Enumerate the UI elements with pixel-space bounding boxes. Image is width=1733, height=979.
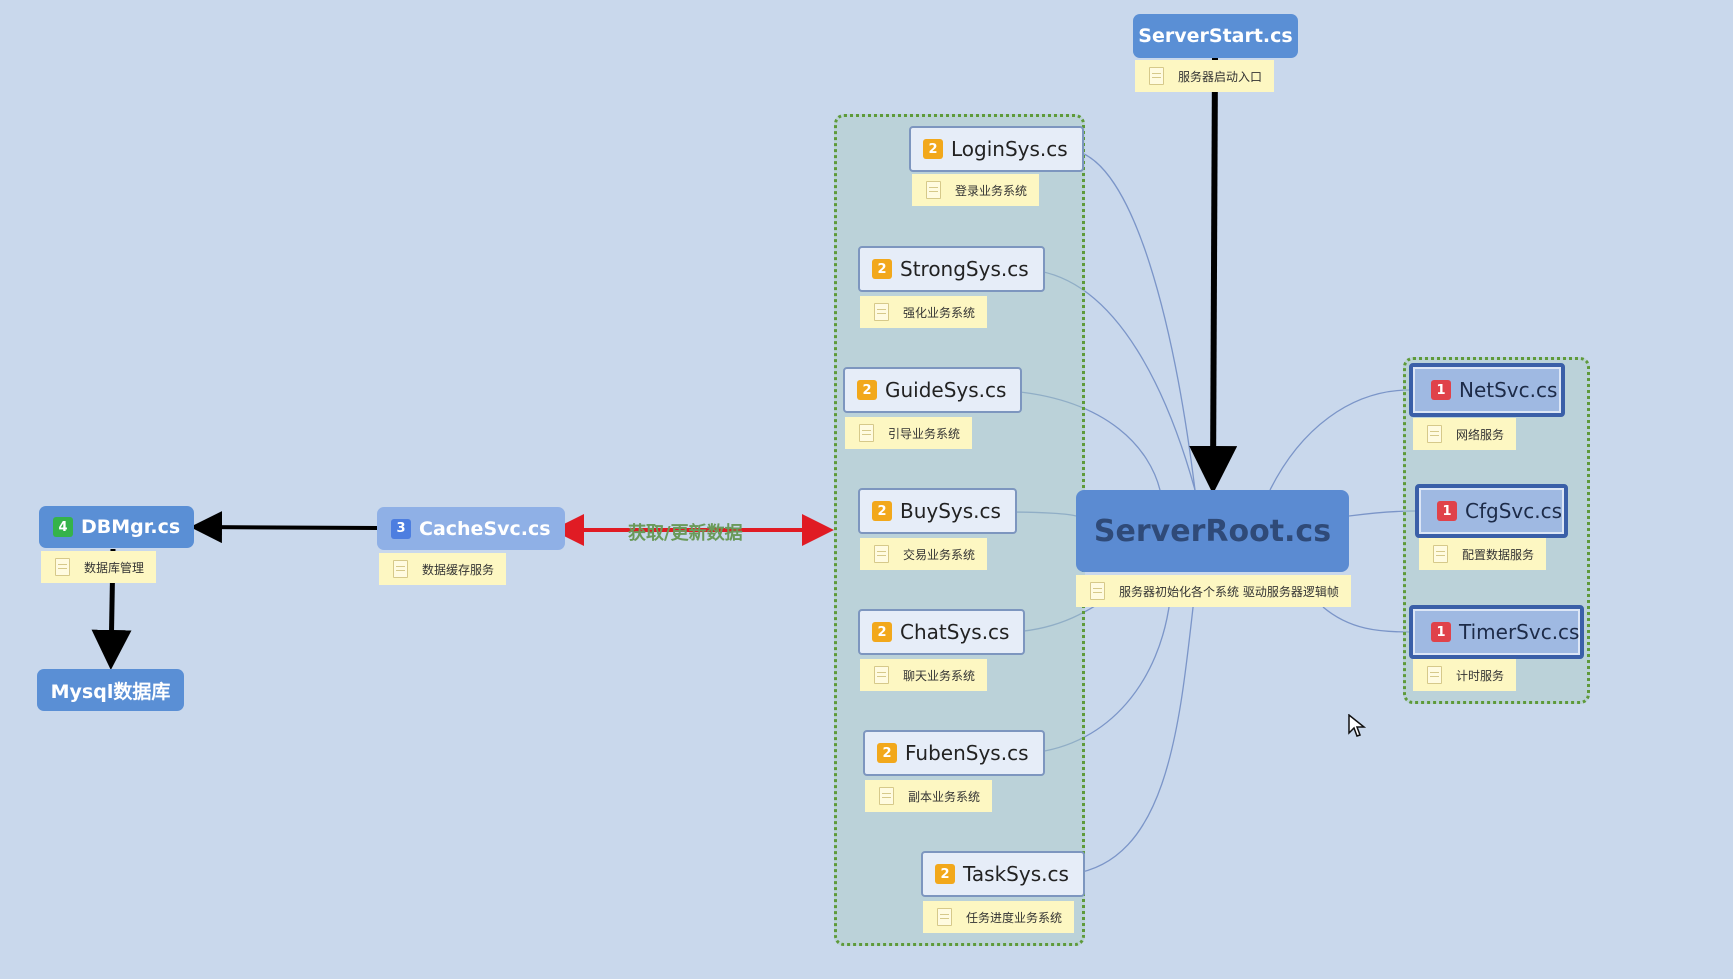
strong-sys-node[interactable]: 2 StrongSys.cs <box>858 246 1045 292</box>
server-start-note: 服务器启动入口 <box>1135 60 1275 92</box>
priority-badge: 2 <box>872 622 892 642</box>
timer-svc-note: 计时服务 <box>1413 659 1517 691</box>
priority-badge: 2 <box>857 380 877 400</box>
net-svc-note: 网络服务 <box>1413 418 1517 450</box>
priority-badge: 3 <box>391 518 411 539</box>
document-icon <box>879 787 894 805</box>
fuben-sys-label: FubenSys.cs <box>905 741 1029 765</box>
document-icon <box>874 545 889 563</box>
guide-sys-note: 引导业务系统 <box>845 417 973 449</box>
document-icon <box>1427 666 1442 684</box>
connector-root-task <box>1071 589 1196 875</box>
priority-badge: 2 <box>877 743 897 763</box>
cache-svc-note: 数据缓存服务 <box>379 553 507 585</box>
priority-badge: 4 <box>53 517 73 537</box>
chat-sys-note: 聊天业务系统 <box>860 659 988 691</box>
document-icon <box>1149 67 1164 85</box>
fuben-sys-node[interactable]: 2 FubenSys.cs <box>863 730 1045 776</box>
mysql-label: Mysql数据库 <box>50 680 171 703</box>
buy-sys-label: BuySys.cs <box>900 499 1001 523</box>
buy-sys-note: 交易业务系统 <box>860 538 988 570</box>
dbmgr-note: 数据库管理 <box>41 551 157 583</box>
priority-badge: 1 <box>1431 380 1451 400</box>
priority-badge: 1 <box>1431 622 1451 642</box>
document-icon <box>874 666 889 684</box>
server-root-note: 服务器初始化各个系统 驱动服务器逻辑帧 <box>1076 575 1351 607</box>
document-icon <box>55 558 70 576</box>
cfg-svc-note-text: 配置数据服务 <box>1462 547 1535 562</box>
login-sys-label: LoginSys.cs <box>951 137 1068 161</box>
server-root-label: ServerRoot.cs <box>1093 513 1332 549</box>
buy-sys-node[interactable]: 2 BuySys.cs <box>858 488 1017 534</box>
fuben-sys-note-text: 副本业务系统 <box>908 789 981 804</box>
net-svc-label: NetSvc.cs <box>1459 378 1558 402</box>
server-start-node[interactable]: ServerStart.cs <box>1133 14 1298 58</box>
timer-svc-note-text: 计时服务 <box>1456 668 1505 683</box>
dbmgr-node[interactable]: 4 DBMgr.cs <box>39 506 195 548</box>
dbmgr-note-text: 数据库管理 <box>84 560 145 575</box>
task-sys-node[interactable]: 2 TaskSys.cs <box>921 851 1085 897</box>
arrow-cache-to-dbmgr <box>190 511 378 544</box>
mysql-node[interactable]: Mysql数据库 <box>37 669 184 711</box>
login-sys-node[interactable]: 2 LoginSys.cs <box>909 126 1084 172</box>
strong-sys-note-text: 强化业务系统 <box>903 305 976 320</box>
document-icon <box>1427 425 1442 443</box>
document-icon <box>393 560 408 578</box>
cache-systems-edge-label: 获取/更新数据 <box>628 523 743 544</box>
connector-root-timer <box>1322 606 1411 633</box>
mouse-pointer-icon <box>1348 713 1367 744</box>
connector-root-net <box>1269 389 1411 491</box>
timer-svc-label: TimerSvc.cs <box>1459 620 1580 644</box>
connector-root-login <box>1071 149 1196 491</box>
strong-sys-label: StrongSys.cs <box>900 257 1029 281</box>
cache-svc-note-text: 数据缓存服务 <box>422 562 495 577</box>
guide-sys-label: GuideSys.cs <box>885 378 1007 402</box>
server-root-node[interactable]: ServerRoot.cs <box>1076 490 1349 572</box>
priority-badge: 2 <box>872 501 892 521</box>
chat-sys-note-text: 聊天业务系统 <box>903 668 976 683</box>
login-sys-note-text: 登录业务系统 <box>955 183 1028 198</box>
document-icon <box>1090 582 1105 600</box>
document-icon <box>874 303 889 321</box>
strong-sys-note: 强化业务系统 <box>860 296 988 328</box>
chat-sys-node[interactable]: 2 ChatSys.cs <box>858 609 1026 655</box>
chat-sys-label: ChatSys.cs <box>900 620 1010 644</box>
task-sys-note: 任务进度业务系统 <box>923 901 1075 933</box>
login-sys-note: 登录业务系统 <box>912 174 1040 206</box>
priority-badge: 2 <box>935 864 955 884</box>
net-svc-node[interactable]: 1 NetSvc.cs <box>1409 363 1565 417</box>
guide-sys-node[interactable]: 2 GuideSys.cs <box>843 367 1023 413</box>
dbmgr-label: DBMgr.cs <box>81 516 181 538</box>
document-icon <box>859 424 874 442</box>
document-icon <box>937 908 952 926</box>
task-sys-label: TaskSys.cs <box>963 862 1069 886</box>
priority-badge: 2 <box>923 139 943 159</box>
server-root-note-text: 服务器初始化各个系统 驱动服务器逻辑帧 <box>1119 584 1339 599</box>
cache-svc-node[interactable]: 3 CacheSvc.cs <box>377 507 565 550</box>
priority-badge: 1 <box>1437 501 1457 521</box>
server-start-note-text: 服务器启动入口 <box>1178 69 1263 84</box>
task-sys-note-text: 任务进度业务系统 <box>966 910 1063 925</box>
document-icon <box>1433 545 1448 563</box>
fuben-sys-note: 副本业务系统 <box>865 780 993 812</box>
guide-sys-note-text: 引导业务系统 <box>888 426 961 441</box>
timer-svc-node[interactable]: 1 TimerSvc.cs <box>1409 605 1584 659</box>
cfg-svc-node[interactable]: 1 CfgSvc.cs <box>1415 484 1568 538</box>
net-svc-note-text: 网络服务 <box>1456 427 1505 442</box>
priority-badge: 2 <box>872 259 892 279</box>
document-icon <box>926 181 941 199</box>
cfg-svc-note: 配置数据服务 <box>1419 538 1547 570</box>
cfg-svc-label: CfgSvc.cs <box>1465 499 1563 523</box>
server-start-label: ServerStart.cs <box>1138 25 1293 47</box>
buy-sys-note-text: 交易业务系统 <box>903 547 976 562</box>
cache-svc-label: CacheSvc.cs <box>419 517 551 540</box>
arrow-start-to-root <box>1189 57 1238 494</box>
